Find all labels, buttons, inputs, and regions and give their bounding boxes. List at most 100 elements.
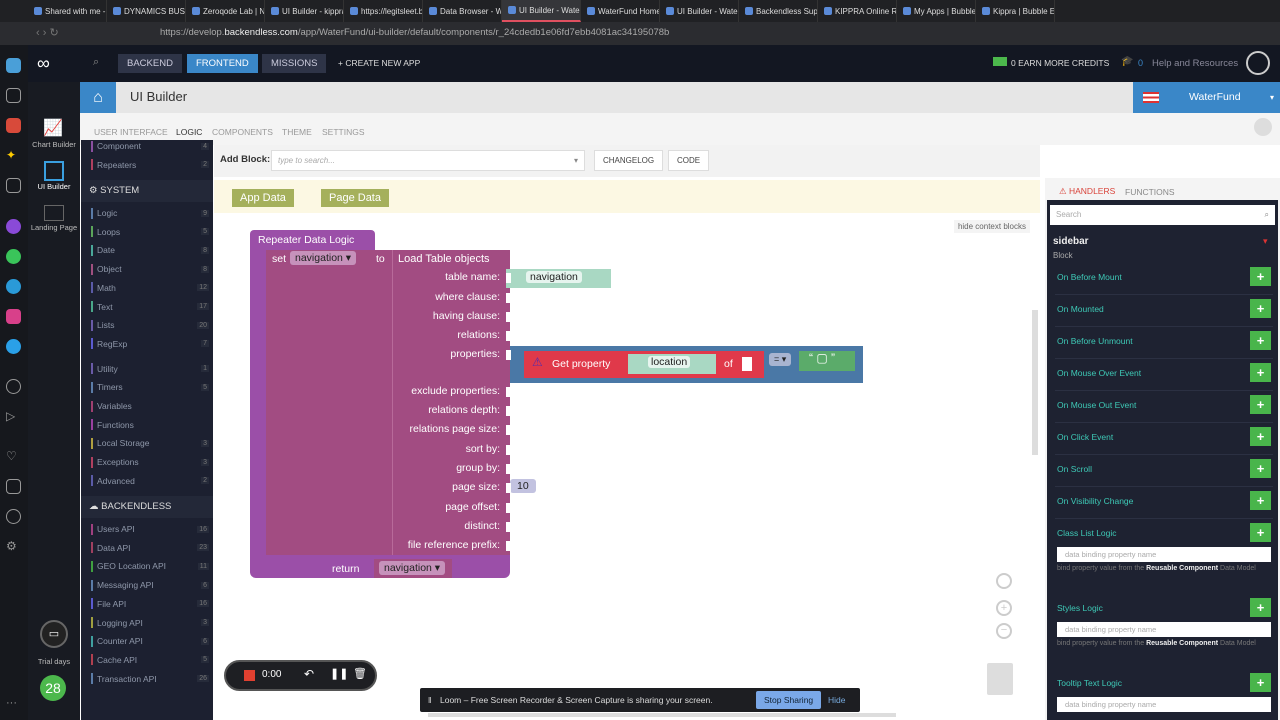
browser-tab[interactable]: Kippra | Bubble Edi (976, 0, 1055, 22)
app-selector[interactable]: WaterFund ▾ (1133, 82, 1280, 113)
handler-name[interactable]: Class List Logic (1057, 528, 1117, 538)
browser-tab[interactable]: Backendless Suppo (739, 0, 818, 22)
pin-icon[interactable]: ▾ (1263, 236, 1268, 246)
handler-name[interactable]: On Mouse Out Event (1057, 400, 1137, 410)
data-binding-input[interactable]: data binding property name (1057, 547, 1271, 562)
app-icon[interactable] (6, 58, 21, 73)
add-handler-button[interactable]: + (1250, 299, 1271, 318)
load-table-objects-block[interactable] (392, 250, 510, 555)
handler-name[interactable]: On Visibility Change (1057, 496, 1134, 506)
zoom-in-icon[interactable]: + (996, 600, 1012, 616)
clock-icon[interactable] (6, 509, 21, 524)
url-field[interactable]: https://develop.backendless.com/app/Wate… (160, 25, 669, 41)
horizontal-scrollbar[interactable] (428, 713, 896, 717)
table-name-value[interactable]: navigation (526, 271, 582, 283)
search-icon[interactable]: ⌕ (93, 56, 100, 68)
block-category-item[interactable]: Functions (91, 416, 209, 434)
settings-icon[interactable]: ⚙ (6, 539, 17, 553)
browser-tab[interactable]: DYNAMICS BUSINE (107, 0, 186, 22)
add-handler-button[interactable]: + (1250, 331, 1271, 350)
get-property-block[interactable]: ⚠ Get property location of (524, 351, 764, 378)
graduation-cap-icon[interactable]: 🎓 (1121, 56, 1134, 67)
help-resources-link[interactable]: Help and Resources (1152, 58, 1239, 69)
nav-arrows-icon[interactable]: ‹ › ↻ (36, 27, 59, 39)
add-handler-button[interactable]: + (1250, 491, 1271, 510)
handler-name[interactable]: On Before Unmount (1057, 336, 1133, 346)
stop-record-icon[interactable] (244, 670, 255, 681)
undo-icon[interactable]: ↶ (304, 667, 315, 681)
text-block[interactable]: navigation (506, 269, 611, 288)
chart-builder-icon[interactable]: 📈 (43, 120, 63, 137)
add-handler-button[interactable]: + (1250, 523, 1271, 542)
twitter-icon[interactable] (6, 339, 21, 354)
instagram-icon[interactable] (6, 309, 21, 324)
user-avatar-icon[interactable] (1246, 51, 1270, 75)
document-icon[interactable] (6, 88, 21, 103)
browser-tab[interactable]: UI Builder - WaterF (660, 0, 739, 22)
property-name-value[interactable]: location (648, 356, 691, 368)
earn-credits-link[interactable]: 0 EARN MORE CREDITS (1011, 58, 1110, 68)
tab-components[interactable]: COMPONENTS (212, 127, 273, 137)
add-handler-button[interactable]: + (1250, 363, 1271, 382)
page-data-block[interactable]: Page Data (321, 189, 389, 207)
handler-name[interactable]: Tooltip Text Logic (1057, 678, 1123, 688)
ui-builder-icon[interactable] (44, 161, 64, 181)
heart-icon[interactable]: ♡ (6, 449, 17, 463)
hide-context-blocks-link[interactable]: hide context blocks (953, 220, 1030, 233)
empty-input-slot[interactable] (742, 357, 752, 371)
telegram-icon[interactable] (6, 279, 21, 294)
app-chart-builder[interactable]: Chart Builder (32, 140, 76, 149)
camera-icon[interactable]: ▭ (40, 620, 68, 648)
handler-name[interactable]: On Click Event (1057, 432, 1114, 442)
app-ui-builder[interactable]: UI Builder (37, 182, 71, 191)
chat-icon[interactable] (1254, 118, 1272, 136)
handler-name[interactable]: On Before Mount (1057, 272, 1122, 282)
block-category-item[interactable]: Variables (91, 397, 209, 415)
section-system[interactable]: ⚙ SYSTEM (81, 180, 213, 202)
chart-icon[interactable] (6, 118, 21, 133)
add-handler-button[interactable]: + (1250, 427, 1271, 446)
home-icon[interactable]: ⌂ (80, 82, 116, 113)
whatsapp-icon[interactable] (6, 249, 21, 264)
add-block-search[interactable]: type to search...▾ (271, 150, 585, 171)
handler-name[interactable]: On Mounted (1057, 304, 1104, 314)
variable-dropdown[interactable]: navigation ▾ (290, 251, 357, 265)
browser-tab[interactable]: KIPPRA Online Reg (818, 0, 897, 22)
pause-icon[interactable]: ❚❚ (330, 668, 349, 680)
delete-icon[interactable]: 🗑 (353, 668, 367, 680)
recenter-icon[interactable] (996, 573, 1012, 589)
browser-tab[interactable]: UI Builder - kippra (265, 0, 344, 22)
add-handler-button[interactable]: + (1250, 459, 1271, 478)
app-data-block[interactable]: App Data (232, 189, 294, 207)
data-binding-input[interactable]: data binding property name (1057, 622, 1271, 637)
trash-icon[interactable] (987, 663, 1013, 695)
send-icon[interactable]: ▷ (6, 409, 16, 423)
address-bar[interactable]: ‹ › ↻ https://develop.backendless.com/ap… (0, 22, 1280, 45)
operator-dropdown[interactable]: = ▾ (769, 353, 792, 366)
backendless-logo[interactable]: ∞ (37, 53, 50, 73)
tab-theme[interactable]: THEME (282, 127, 312, 137)
changelog-button[interactable]: CHANGELOG (594, 150, 664, 171)
browser-tab[interactable]: Data Browser - Wa (423, 0, 502, 22)
browser-tab[interactable]: UI Builder - WaterF (502, 0, 581, 22)
